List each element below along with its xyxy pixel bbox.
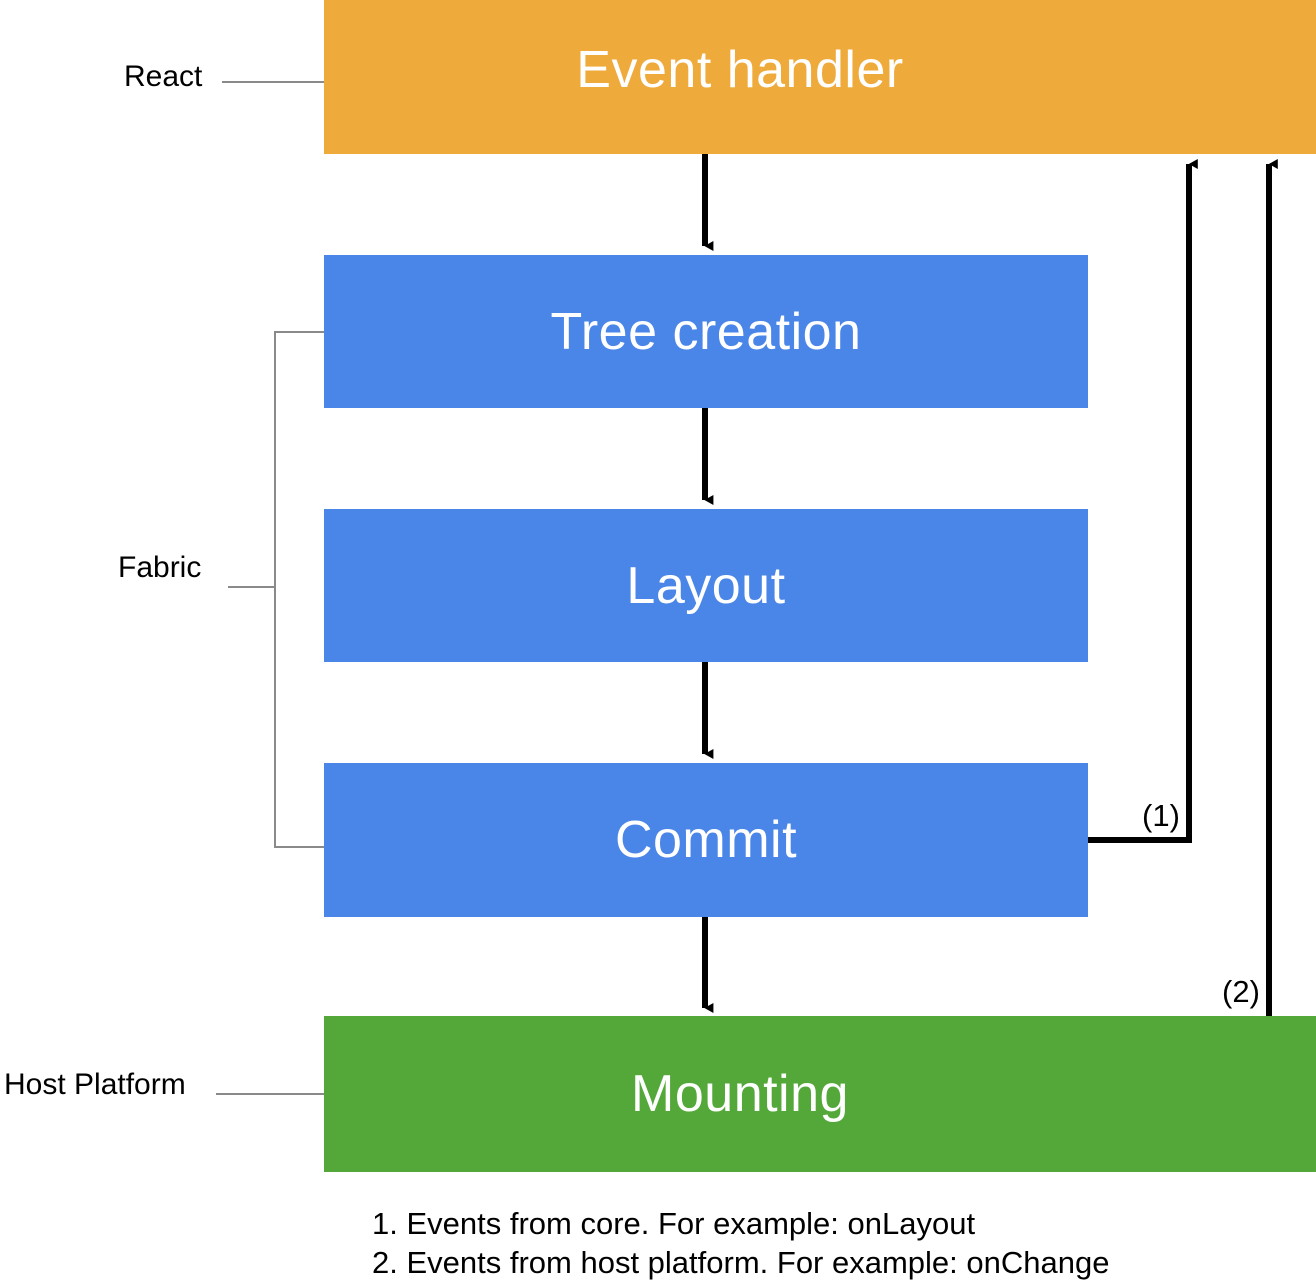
legend-item-1: 1. Events from core. For example: onLayo… xyxy=(372,1206,976,1241)
node-tree-creation-label: Tree creation xyxy=(550,302,862,361)
node-event-handler[interactable]: Event handler xyxy=(324,0,1316,154)
node-commit-label: Commit xyxy=(614,811,798,869)
legend-item-2: 2. Events from host platform. For exampl… xyxy=(372,1245,1110,1280)
node-mounting-label: Mounting xyxy=(631,1065,849,1123)
feedback-arrow-1 xyxy=(1088,159,1198,843)
marker-label-two: (2) xyxy=(1222,974,1260,1009)
node-layout-label: Layout xyxy=(626,556,786,615)
group-label-host-platform: Host Platform xyxy=(4,1068,186,1101)
node-commit[interactable]: Commit xyxy=(324,763,1088,917)
group-label-fabric: Fabric xyxy=(118,551,202,584)
node-event-handler-label: Event handler xyxy=(576,41,904,99)
fabric-bracket xyxy=(274,331,324,848)
group-label-react: React xyxy=(124,60,203,93)
node-tree-creation[interactable]: Tree creation xyxy=(324,255,1088,408)
marker-label-one: (1) xyxy=(1142,798,1180,833)
legend: 1. Events from core. For example: onLayo… xyxy=(372,1204,1109,1282)
node-mounting[interactable]: Mounting xyxy=(324,1016,1316,1172)
node-layout[interactable]: Layout xyxy=(324,509,1088,662)
